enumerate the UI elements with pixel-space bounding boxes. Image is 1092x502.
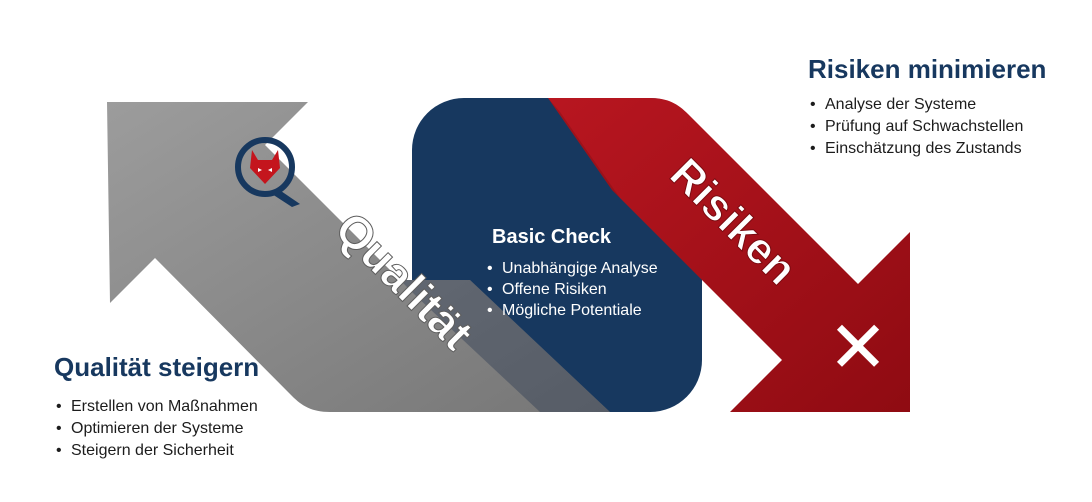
- risks-item: Prüfung auf Schwachstellen: [810, 116, 1023, 138]
- basic-check-title: Basic Check: [492, 226, 611, 248]
- gray-arrow: [107, 102, 610, 412]
- x-mark-icon: ✕: [828, 305, 888, 389]
- quality-item: Optimieren der Systeme: [56, 418, 258, 440]
- basic-check-list: Unabhängige Analyse Offene Risiken Mögli…: [487, 258, 658, 321]
- quality-heading: Qualität steigern: [54, 352, 260, 382]
- fox-q-logo-icon: [235, 137, 300, 207]
- red-arrow: [548, 98, 910, 412]
- risks-heading: Risiken minimieren: [808, 54, 1047, 84]
- risks-item: Analyse der Systeme: [810, 94, 1023, 116]
- risks-item: Einschätzung des Zustands: [810, 138, 1023, 160]
- quality-list: Erstellen von Maßnahmen Optimieren der S…: [56, 396, 258, 462]
- risks-list: Analyse der Systeme Prüfung auf Schwachs…: [810, 94, 1023, 160]
- basic-check-item: Offene Risiken: [487, 279, 658, 300]
- basic-check-item: Mögliche Potentiale: [487, 300, 658, 321]
- quality-item: Erstellen von Maßnahmen: [56, 396, 258, 418]
- quality-item: Steigern der Sicherheit: [56, 440, 258, 462]
- basic-check-item: Unabhängige Analyse: [487, 258, 658, 279]
